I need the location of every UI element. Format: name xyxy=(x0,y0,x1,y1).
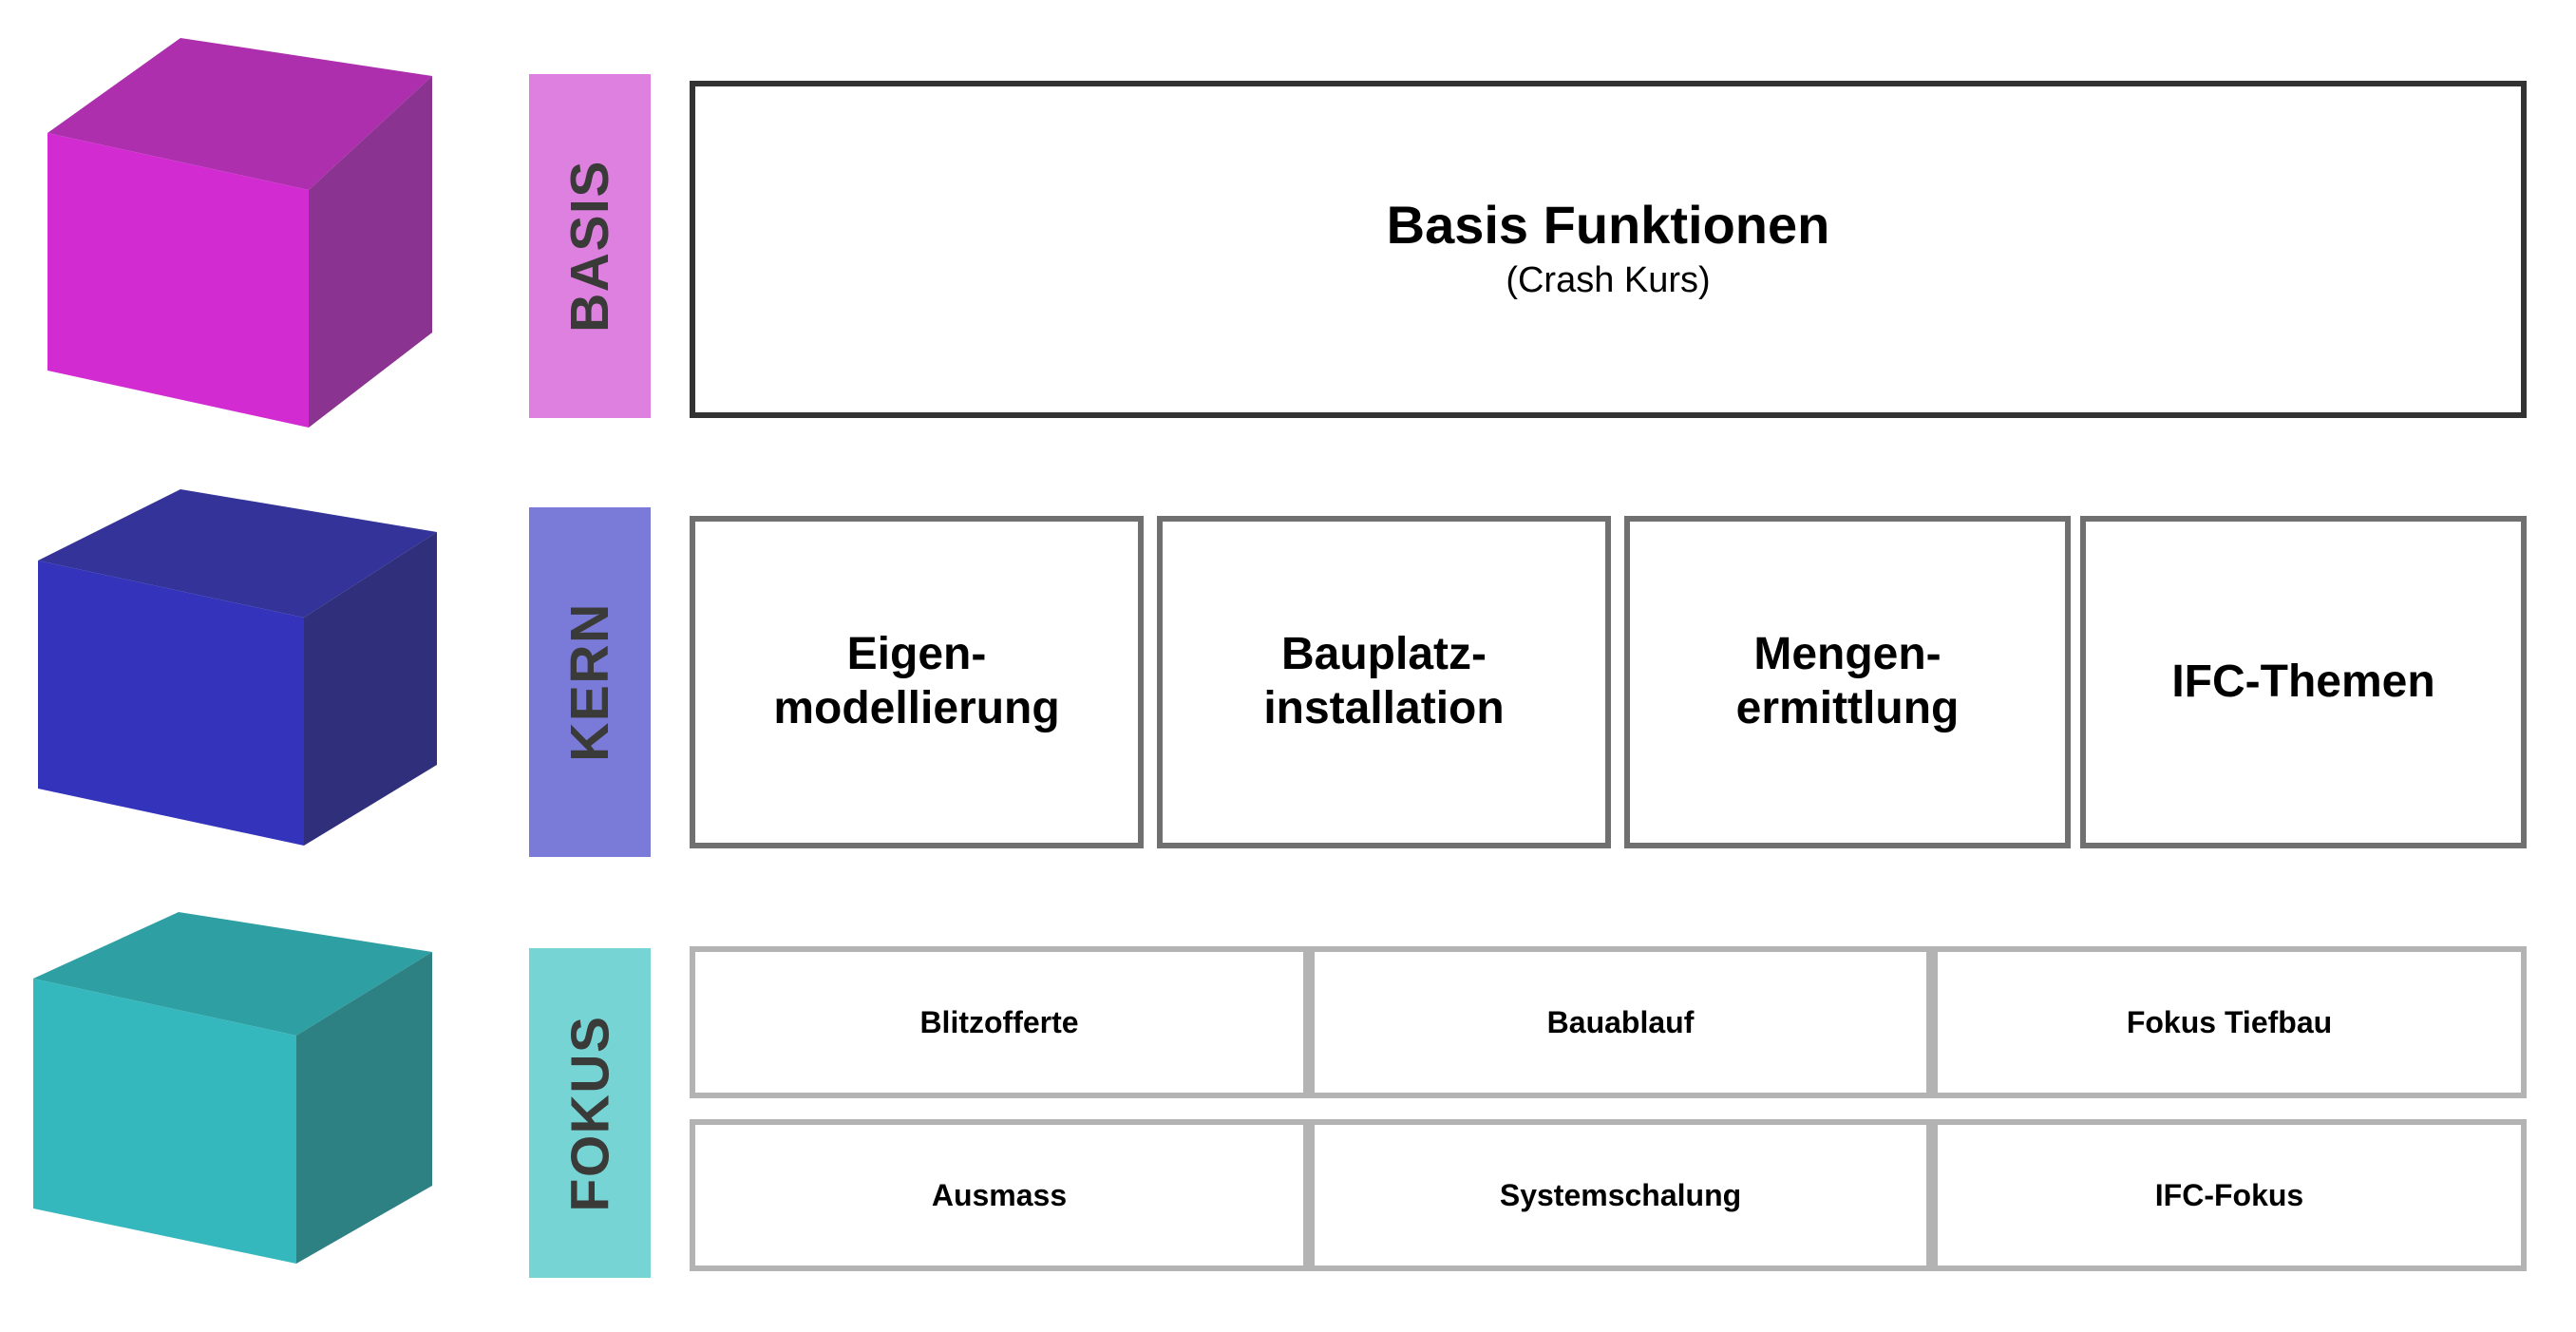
fokus-box-title: Ausmass xyxy=(931,1177,1068,1212)
fokus-box-title: Systemschalung xyxy=(1499,1177,1742,1212)
fokus-box-title: IFC-Fokus xyxy=(2154,1177,2304,1212)
level-label-bar-basis: BASIS xyxy=(529,74,651,418)
level-row-basis: BASIS Basis Funktionen (Crash Kurs) xyxy=(0,0,2576,475)
fokus-box-systemschalung[interactable]: Systemschalung xyxy=(1309,1119,1932,1271)
fokus-box-bauablauf[interactable]: Bauablauf xyxy=(1309,946,1932,1098)
level-label-bar-kern: KERN xyxy=(529,507,651,857)
level-label-fokus: FOKUS xyxy=(559,1015,620,1211)
level-row-fokus: FOKUS Blitzofferte Bauablauf Fokus Tiefb… xyxy=(0,912,2576,1332)
kern-box-bauplatzinstallation[interactable]: Bauplatz- installation xyxy=(1157,516,1611,848)
level-row-kern: KERN Eigen- modellierung Bauplatz- insta… xyxy=(0,475,2576,912)
basis-funktionen-subtitle: (Crash Kurs) xyxy=(1506,260,1711,300)
kern-box-mengenermittlung[interactable]: Mengen- ermittlung xyxy=(1624,516,2071,848)
level-label-kern: KERN xyxy=(559,602,621,762)
kern-box-title: Eigen- modellierung xyxy=(773,629,1060,733)
basis-funktionen-box[interactable]: Basis Funktionen (Crash Kurs) xyxy=(690,81,2527,418)
kern-box-eigenmodellierung[interactable]: Eigen- modellierung xyxy=(690,516,1144,848)
kern-cube-wrap xyxy=(28,475,465,912)
fokus-box-ausmass[interactable]: Ausmass xyxy=(690,1119,1309,1271)
basis-cube-wrap xyxy=(28,0,465,475)
basis-funktionen-title: Basis Funktionen xyxy=(1386,195,1830,256)
kern-cube xyxy=(38,489,437,846)
kern-box-title: IFC-Themen xyxy=(2171,656,2435,707)
fokus-box-ifc-fokus[interactable]: IFC-Fokus xyxy=(1932,1119,2527,1271)
level-label-bar-fokus: FOKUS xyxy=(529,948,651,1278)
kern-box-title: Mengen- ermittlung xyxy=(1735,629,1960,733)
fokus-cube-wrap xyxy=(28,912,465,1332)
kern-box-title: Bauplatz- installation xyxy=(1263,629,1505,733)
basis-cube xyxy=(47,38,432,428)
fokus-box-title: Fokus Tiefbau xyxy=(2126,1004,2333,1039)
level-label-basis: BASIS xyxy=(559,160,621,333)
fokus-box-fokus-tiefbau[interactable]: Fokus Tiefbau xyxy=(1932,946,2527,1098)
kern-box-ifc-themen[interactable]: IFC-Themen xyxy=(2080,516,2527,848)
fokus-box-blitzofferte[interactable]: Blitzofferte xyxy=(690,946,1309,1098)
fokus-box-title: Blitzofferte xyxy=(919,1004,1079,1039)
fokus-cube xyxy=(33,912,432,1264)
fokus-box-title: Bauablauf xyxy=(1546,1004,1695,1039)
